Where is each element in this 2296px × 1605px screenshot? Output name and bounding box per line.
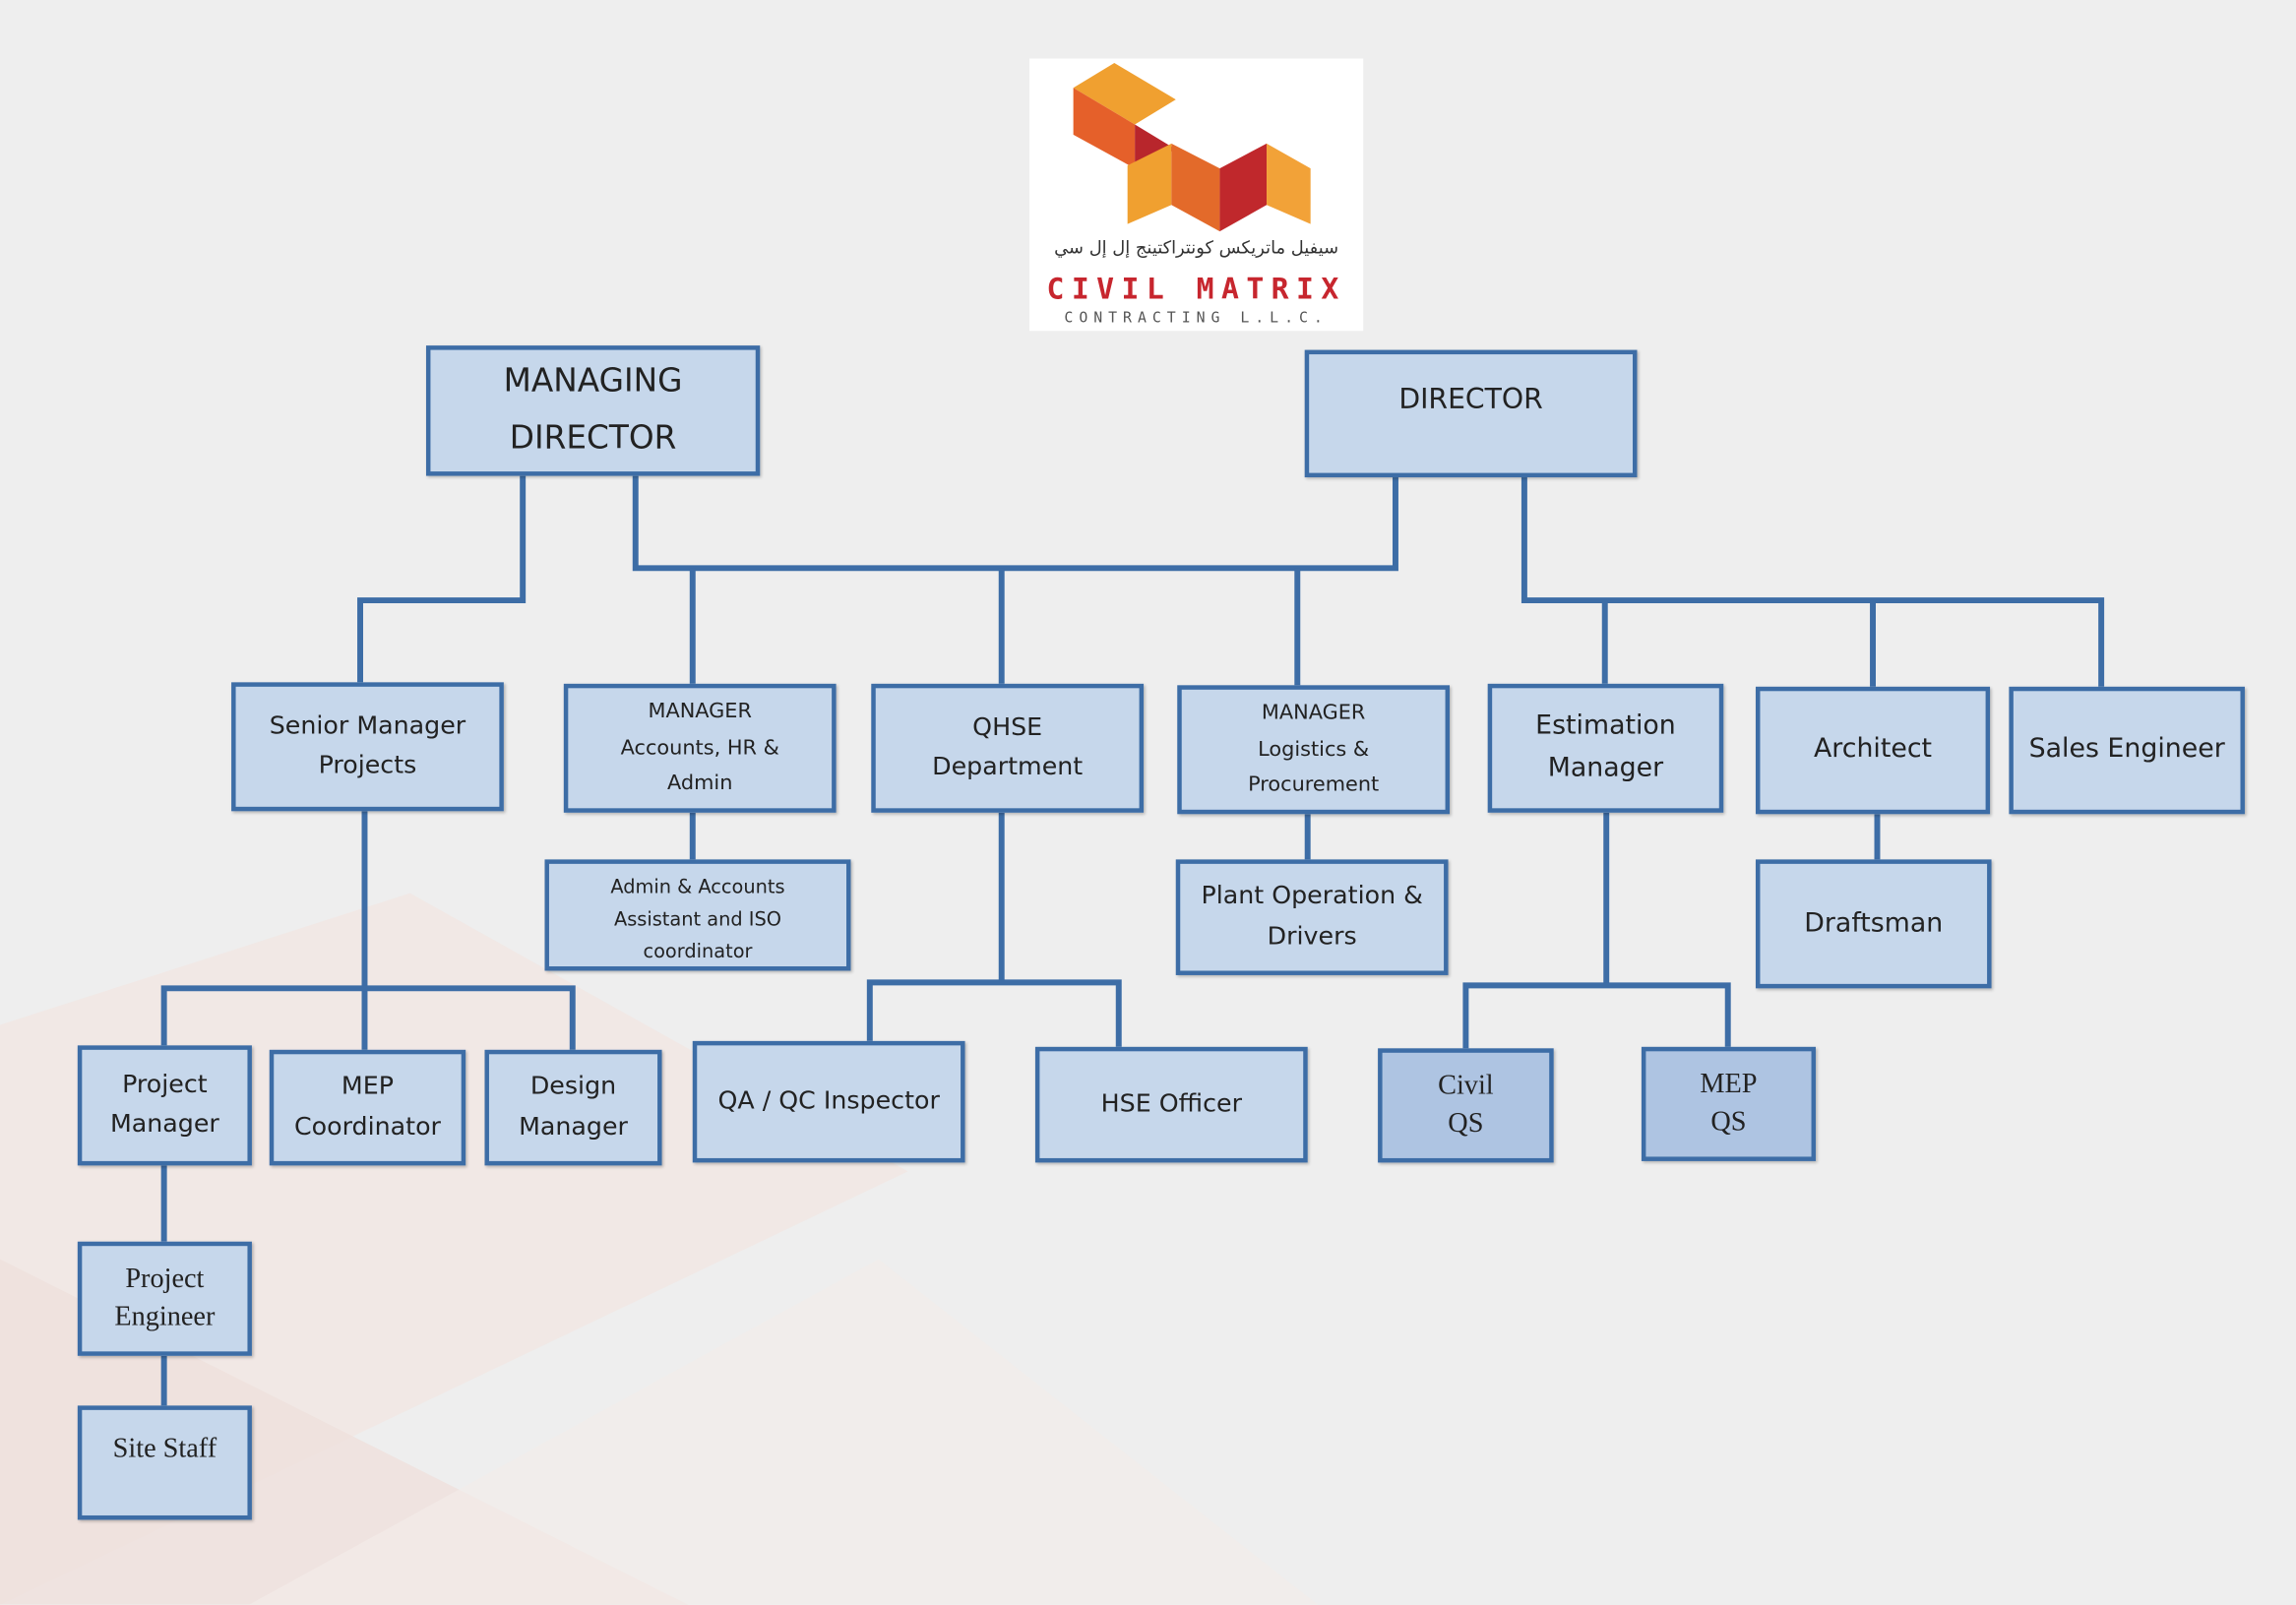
node-label: Admin & Accounts xyxy=(610,877,785,899)
node-manager-logistics-procurement[interactable]: MANAGER Logistics & Procurement xyxy=(1177,685,1451,815)
node-design-manager[interactable]: Design Manager xyxy=(484,1049,662,1166)
node-director[interactable]: DIRECTOR xyxy=(1304,349,1638,478)
node-senior-manager-projects[interactable]: Senior Manager Projects xyxy=(231,682,504,812)
node-label: Department xyxy=(932,752,1084,782)
node-manager-accounts-hr-admin[interactable]: MANAGER Accounts, HR & Admin xyxy=(563,683,837,813)
node-label: MEP xyxy=(341,1072,394,1102)
node-project-engineer[interactable]: Project Engineer xyxy=(77,1241,252,1356)
node-label: Coordinator xyxy=(293,1112,441,1142)
node-label: Architect xyxy=(1813,733,1933,765)
logo-mark-icon xyxy=(1073,62,1311,232)
node-label: MANAGING xyxy=(503,362,683,401)
node-label: Manager xyxy=(519,1112,628,1142)
node-label: HSE Officer xyxy=(1100,1088,1242,1119)
node-label: MANAGER xyxy=(648,700,752,724)
node-label: Accounts, HR & xyxy=(620,736,779,760)
node-label: Manager xyxy=(1547,752,1664,784)
node-architect[interactable]: Architect xyxy=(1755,686,1991,815)
node-label: Draftsman xyxy=(1804,906,1944,939)
node-label: Engineer xyxy=(114,1301,216,1332)
node-label: MEP xyxy=(1700,1069,1758,1100)
node-label: QA / QC Inspector xyxy=(717,1085,940,1116)
node-label: Admin xyxy=(667,772,733,796)
node-label: Assistant and ISO xyxy=(613,909,781,932)
node-label: QS xyxy=(1710,1106,1747,1139)
node-project-manager[interactable]: Project Manager xyxy=(77,1045,252,1166)
logo-sub: CONTRACTING L.L.C. xyxy=(1064,310,1329,327)
node-label: Civil xyxy=(1438,1071,1494,1102)
logo-arabic: سيفيل ماتريكس كونتراكتينج إل إل سي xyxy=(1054,237,1339,258)
node-site-staff[interactable]: Site Staff xyxy=(77,1405,252,1520)
node-label: Plant Operation & xyxy=(1201,882,1423,911)
node-label: MANAGER xyxy=(1261,702,1366,725)
node-hse-officer[interactable]: HSE Officer xyxy=(1034,1046,1308,1163)
node-civil-qs[interactable]: Civil QS xyxy=(1378,1048,1554,1163)
node-plant-operation-drivers[interactable]: Plant Operation & Drivers xyxy=(1175,859,1449,975)
node-label: Sales Engineer xyxy=(2028,733,2225,765)
node-managing-director[interactable]: MANAGING DIRECTOR xyxy=(425,345,761,476)
node-label: Senior Manager xyxy=(269,710,466,741)
node-label: Site Staff xyxy=(112,1433,217,1464)
node-label: Manager xyxy=(109,1109,219,1140)
node-qa-qc-inspector[interactable]: QA / QC Inspector xyxy=(692,1040,965,1163)
node-mep-coordinator[interactable]: MEP Coordinator xyxy=(269,1049,466,1166)
node-label: Drivers xyxy=(1267,921,1357,952)
node-mep-qs[interactable]: MEP QS xyxy=(1641,1046,1816,1161)
node-label: Design xyxy=(529,1072,617,1102)
logo-name: CIVIL MATRIX xyxy=(1046,271,1346,306)
node-sales-engineer[interactable]: Sales Engineer xyxy=(2009,686,2245,815)
node-label: DIRECTOR xyxy=(1398,383,1543,416)
node-label: QS xyxy=(1448,1108,1484,1140)
company-logo: سيفيل ماتريكس كونتراكتينج إل إل سي CIVIL… xyxy=(1028,58,1364,332)
node-label: Project xyxy=(125,1264,205,1295)
node-draftsman[interactable]: Draftsman xyxy=(1755,859,1992,989)
node-label: Procurement xyxy=(1248,772,1380,797)
node-label: Logistics & xyxy=(1258,737,1370,762)
node-label: Estimation xyxy=(1535,710,1676,742)
node-label: coordinator xyxy=(643,941,753,964)
node-label: QHSE xyxy=(972,712,1043,743)
node-label: DIRECTOR xyxy=(509,419,677,457)
node-qhse-department[interactable]: QHSE Department xyxy=(871,683,1145,813)
node-label: Projects xyxy=(318,751,417,781)
node-admin-accounts-assistant[interactable]: Admin & Accounts Assistant and ISO coord… xyxy=(544,859,851,971)
node-estimation-manager[interactable]: Estimation Manager xyxy=(1487,683,1724,813)
node-label: Project xyxy=(122,1070,208,1100)
